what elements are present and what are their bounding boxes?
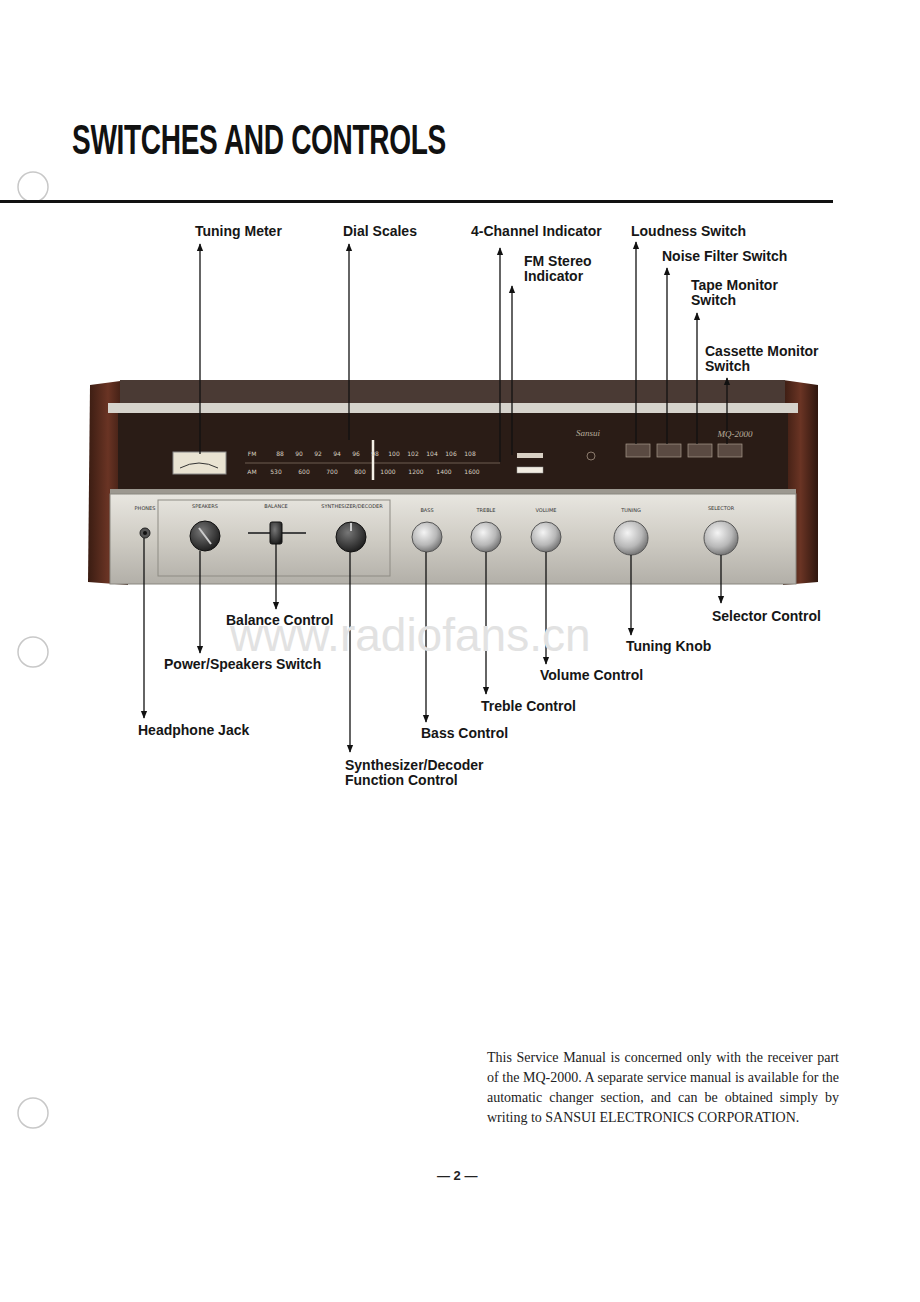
callout-label: Power/Speakers Switch: [164, 657, 321, 672]
dial-number: 100: [388, 450, 399, 457]
dial-number: 90: [295, 450, 303, 457]
punch-hole: [18, 1098, 48, 1128]
callout-label: Treble Control: [481, 699, 576, 714]
page-number: — 2 —: [437, 1168, 477, 1183]
note-text: This Service Manual is concerned only wi…: [487, 1048, 839, 1128]
model-name: MQ-2000: [718, 429, 753, 439]
callout-label: 4-Channel Indicator: [471, 224, 602, 239]
callout-label: Cassette Monitor Switch: [705, 344, 840, 374]
dial-number: 1000: [380, 468, 395, 475]
receiver-body: [88, 380, 818, 585]
callout-label: Synthesizer/Decoder Function Control: [345, 758, 505, 788]
dial-number: 1200: [408, 468, 423, 475]
panel-marking: BASS: [420, 507, 433, 513]
callout-label: Selector Control: [712, 609, 821, 624]
punch-hole: [18, 637, 48, 667]
page-title: SWITCHES AND CONTROLS: [72, 116, 446, 164]
dial-number: 94: [333, 450, 341, 457]
dial-number: 1600: [464, 468, 479, 475]
callout-label: Noise Filter Switch: [662, 249, 787, 264]
panel-marking: SELECTOR: [708, 505, 734, 511]
dial-number: 96: [352, 450, 360, 457]
callout-label: Tape Monitor Switch: [691, 278, 796, 308]
dial-number: 102: [407, 450, 418, 457]
brand-name: Sansui: [576, 428, 600, 438]
dial-number: 1400: [436, 468, 451, 475]
dial-number: 88: [276, 450, 284, 457]
dial-number: 108: [464, 450, 475, 457]
dial-number: 700: [326, 468, 337, 475]
panel-marking: SPEAKERS: [192, 503, 218, 509]
dial-marking: AM: [247, 468, 256, 475]
dial-number: 98: [371, 450, 379, 457]
callout-label: Headphone Jack: [138, 723, 249, 738]
callout-label: Tuning Knob: [626, 639, 711, 654]
panel-marking: PHONES: [135, 505, 156, 511]
dial-number: 600: [298, 468, 309, 475]
callout-label: Balance Control: [226, 613, 333, 628]
callout-label: Volume Control: [540, 668, 643, 683]
callout-label: Dial Scales: [343, 224, 417, 239]
panel-marking: SYNTHESIZER/DECODER: [321, 503, 382, 509]
dial-number: 104: [426, 450, 437, 457]
panel-marking: VOLUME: [536, 507, 557, 513]
callout-label: FM Stereo Indicator: [524, 254, 604, 284]
dial-number: 106: [445, 450, 456, 457]
dial-marking: FM: [248, 450, 257, 457]
panel-marking: TUNING: [621, 507, 641, 513]
callout-label: Tuning Meter: [195, 224, 282, 239]
dial-number: 530: [270, 468, 281, 475]
leader-lines: [144, 242, 727, 752]
panel-marking: BALANCE: [264, 503, 288, 509]
punch-hole: [18, 172, 48, 202]
panel-marking: TREBLE: [476, 507, 495, 513]
dial-number: 92: [314, 450, 322, 457]
dial-number: 800: [354, 468, 365, 475]
callout-label: Bass Control: [421, 726, 508, 741]
callout-label: Loudness Switch: [631, 224, 746, 239]
title-rule: [0, 200, 833, 203]
